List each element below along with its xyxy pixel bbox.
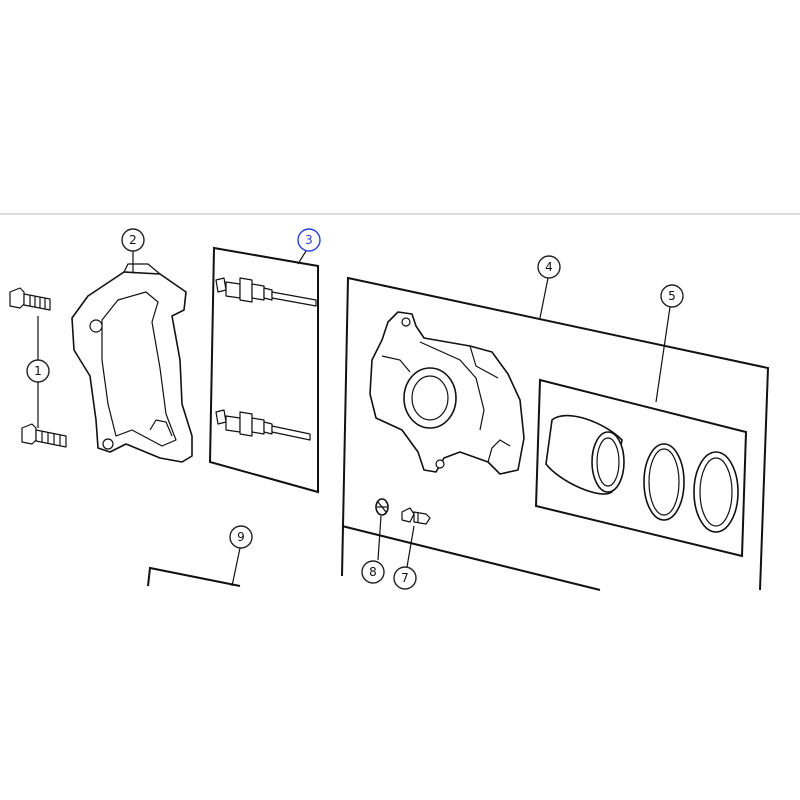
guide-pin-kit-frame xyxy=(208,246,319,494)
caliper-piston[interactable] xyxy=(545,414,625,495)
svg-text:4: 4 xyxy=(545,260,553,274)
piston-seal-kit-frame xyxy=(534,378,748,558)
caliper-housing[interactable] xyxy=(369,311,525,475)
callout-1[interactable]: 1 xyxy=(26,359,50,383)
callout-9[interactable]: 9 xyxy=(229,525,253,549)
callout-3[interactable]: 3 xyxy=(297,228,321,252)
caliper-bolt-lower[interactable] xyxy=(21,423,67,448)
svg-text:8: 8 xyxy=(369,565,377,579)
svg-text:1: 1 xyxy=(34,364,42,378)
svg-text:9: 9 xyxy=(237,530,245,544)
svg-text:2: 2 xyxy=(129,233,137,247)
caliper-bolt-upper[interactable] xyxy=(9,287,51,311)
guide-pin-upper[interactable] xyxy=(215,277,317,307)
caliper-kit-frame xyxy=(341,276,770,591)
callout-2[interactable]: 2 xyxy=(121,228,145,252)
bleeder-cap[interactable] xyxy=(375,498,389,516)
callout-5[interactable]: 5 xyxy=(660,284,684,308)
callout-7[interactable]: 7 xyxy=(393,566,417,590)
guide-pin-lower[interactable] xyxy=(215,409,311,441)
bleeder-screw[interactable] xyxy=(401,507,431,525)
callout-4[interactable]: 4 xyxy=(537,255,561,279)
svg-text:7: 7 xyxy=(401,571,409,585)
callout-8[interactable]: 8 xyxy=(361,560,385,584)
svg-text:5: 5 xyxy=(668,289,676,303)
piston-square-seal[interactable] xyxy=(693,451,739,533)
caliper-adapter-bracket[interactable] xyxy=(71,263,193,463)
part-9-frame xyxy=(147,566,241,587)
piston-dust-boot-seal[interactable] xyxy=(643,443,685,521)
svg-text:3: 3 xyxy=(305,233,313,247)
